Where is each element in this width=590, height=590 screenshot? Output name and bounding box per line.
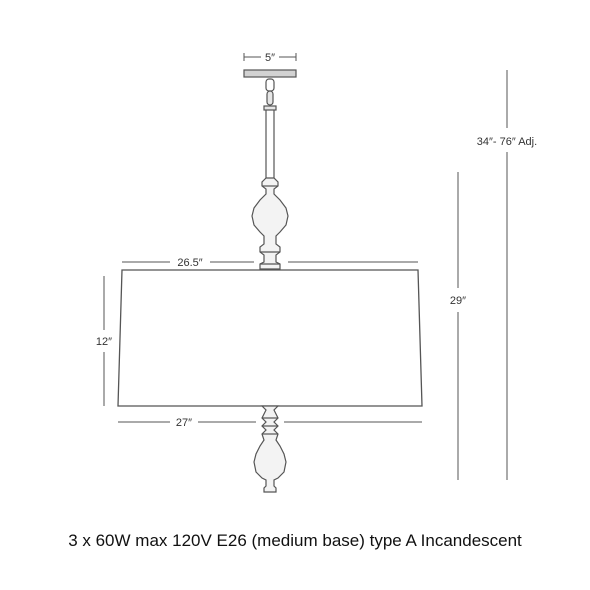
bottom-shade-width-label: 27″ bbox=[176, 417, 192, 429]
lower-turned-column bbox=[253, 405, 287, 493]
stem-collar bbox=[263, 105, 277, 111]
upper-turned-column bbox=[251, 177, 289, 270]
dimension-lines bbox=[103, 53, 508, 480]
lamp-spec-caption: 3 x 60W max 120V E26 (medium base) type … bbox=[68, 531, 522, 550]
shade-height-label: 12″ bbox=[96, 336, 112, 348]
drum-shade bbox=[117, 269, 423, 407]
top-shade-width-label: 26.5″ bbox=[177, 257, 202, 269]
canopy-plate bbox=[243, 69, 297, 78]
fixture-outline bbox=[117, 69, 423, 493]
chain-link-upper bbox=[265, 78, 275, 92]
fixture-height-label: 29″ bbox=[450, 295, 466, 307]
chain-link-lower bbox=[266, 90, 274, 106]
canopy-width-label: 5″ bbox=[265, 52, 275, 64]
overall-height-label: 34″- 76″ Adj. bbox=[477, 136, 537, 148]
